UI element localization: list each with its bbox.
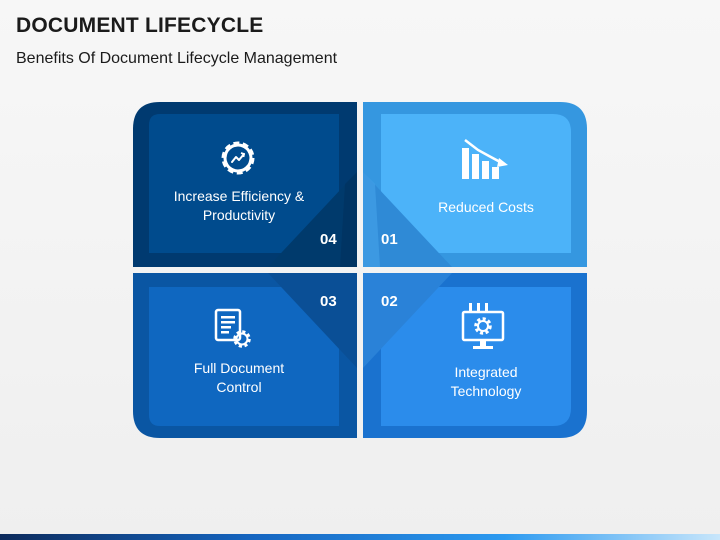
fold-03 [268,273,357,368]
fold-shade-04 [340,172,357,267]
quadrant-02-number: 02 [381,293,398,310]
quadrant-01-label: Reduced Costs [438,199,534,215]
fold-01 [363,172,452,267]
quadrant-04-label: Increase Efficiency & Productivity [173,188,305,223]
quadrant-03-inner [149,287,339,426]
monitor-gear-icon [461,303,505,349]
quadrant-04-number: 04 [320,231,337,248]
quadrant-01-number: 01 [381,231,398,248]
fold-02 [363,273,452,368]
page-subtitle: Benefits Of Document Lifecycle Managemen… [16,50,338,67]
gear-growth-icon [221,141,255,175]
quadrant-01-inner [381,114,571,253]
quadrant-03-number: 03 [320,293,337,310]
quadrant-03-label: Full Document Control [193,360,285,395]
declining-bar-chart-icon [462,139,508,179]
quadrant-02-inner [381,287,571,426]
bottom-accent-bar [0,534,720,540]
quadrant-04-inner [149,114,339,253]
quadrant-02-label: Integrated Technology [450,364,522,399]
fold-shade-01 [363,172,380,267]
fold-04 [268,172,357,267]
page-title: DOCUMENT LIFECYCLE [16,14,264,37]
document-gear-icon [214,308,251,348]
